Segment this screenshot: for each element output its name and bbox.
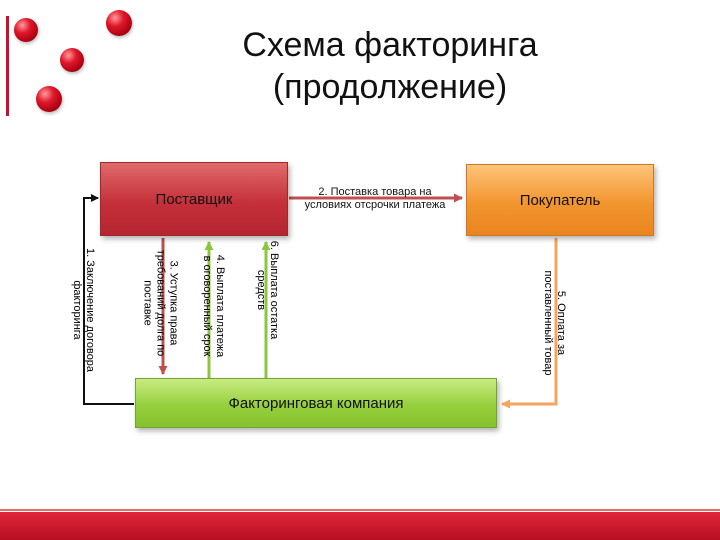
node-supplier-label: Поставщик <box>155 190 233 208</box>
footer-line <box>0 509 720 511</box>
edge-4-line-1: 4. Выплата платежа <box>214 254 226 358</box>
node-factoring-company: Факторинговая компания <box>135 378 497 428</box>
slide-title: Схема факторинга (продолжение) <box>150 24 630 108</box>
edge-5-line-1: 5. Оплата за <box>555 290 567 356</box>
edge-6-line-2: средств <box>255 269 267 311</box>
edge-1-label: 1. Заключение договора факторинга <box>70 248 96 372</box>
edge-6-line-1: 6. Выплата остатка <box>268 240 280 340</box>
accent-bar <box>6 16 9 116</box>
footer-bar <box>0 512 720 540</box>
edge-1-line-1: 1. Заключение договора <box>84 247 96 373</box>
edge-2-line-2: условиях отсрочки платежа <box>304 199 446 211</box>
edge-3-line-3: поставке <box>141 280 154 326</box>
edge-4-line-2: в оговоренный срок <box>201 255 213 357</box>
edge-3-line-2: требований долга по <box>154 249 167 357</box>
edge-5-line-2: поставленный товар <box>542 270 554 376</box>
node-buyer: Покупатель <box>466 164 654 236</box>
edge-6-label: 6. Выплата остатка средств <box>254 241 280 339</box>
title-line-1: Схема факторинга <box>242 26 538 64</box>
node-factor-label: Факторинговая компания <box>228 394 404 412</box>
decorative-ball-3 <box>60 48 84 72</box>
title-line-2: (продолжение) <box>272 68 508 106</box>
edge-4-label: 4. Выплата платежа в оговоренный срок <box>200 255 226 357</box>
edge-2-label: 2. Поставка товара на условиях отсрочки … <box>282 186 468 212</box>
node-buyer-label: Покупатель <box>519 191 601 209</box>
edge-5-label: 5. Оплата за поставленный товар <box>541 271 567 376</box>
edge-1-line-2: факторинга <box>71 280 83 340</box>
decorative-ball-4 <box>36 86 62 112</box>
decorative-ball-2 <box>106 10 132 36</box>
decorative-ball-1 <box>14 18 38 42</box>
node-supplier: Поставщик <box>100 162 288 236</box>
edge-3-line-1: 3. Уступка права <box>167 260 180 346</box>
edge-3-label: 3. Уступка права требований долга по пос… <box>141 250 180 357</box>
arrow-5-buyer-payment <box>501 238 558 409</box>
arrow-1-contract <box>83 194 134 405</box>
edge-2-line-1: 2. Поставка товара на <box>318 186 432 198</box>
